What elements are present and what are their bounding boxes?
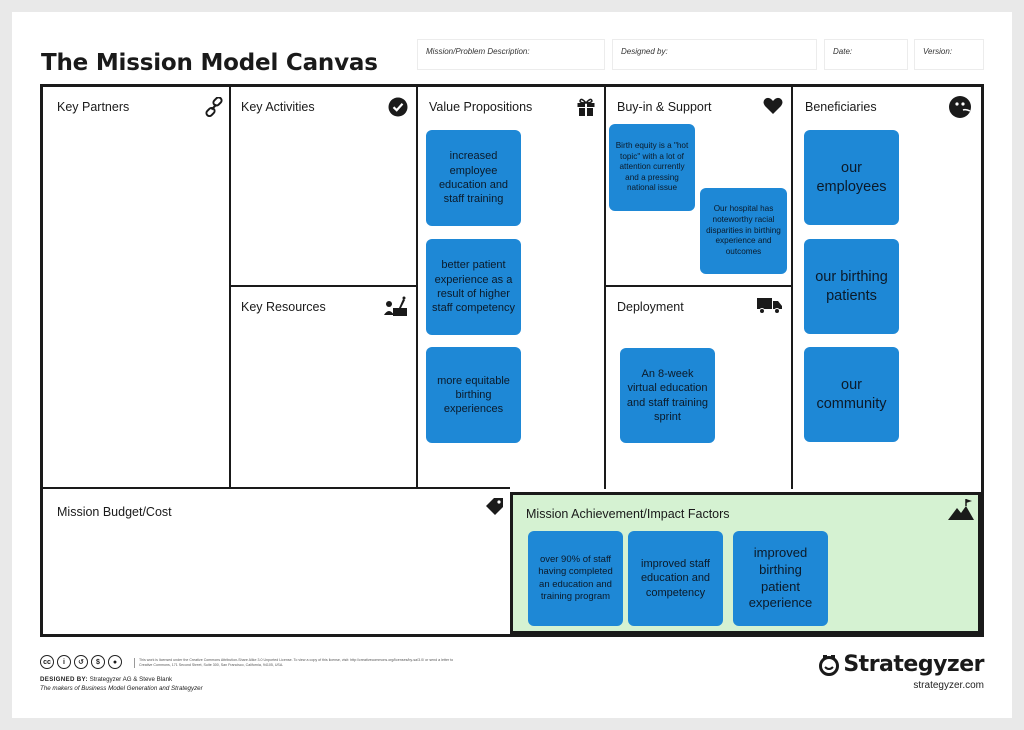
strategyzer-logo: Strategyzer: [818, 652, 984, 677]
value-proposition-note[interactable]: more equitable birthing experiences: [426, 347, 521, 443]
block-label: Mission Budget/Cost: [57, 505, 172, 519]
mission-description-field[interactable]: Mission/Problem Description:: [417, 39, 605, 70]
block-label: Key Partners: [57, 100, 130, 114]
noncommercial-icon: $: [91, 655, 105, 669]
brand-name: Strategyzer: [843, 652, 984, 677]
check-circle-icon: [388, 97, 408, 117]
buy-in-support-note[interactable]: Birth equity is a "hot topic" with a lot…: [609, 124, 695, 211]
attribution-icon: i: [57, 655, 71, 669]
designed-by-field[interactable]: Designed by:: [612, 39, 817, 70]
block-label: Beneficiaries: [805, 100, 877, 114]
designed-by-value: Strategyzer AG & Steve Blank: [89, 676, 173, 683]
share-alike-icon: ↺: [74, 655, 88, 669]
makers-tagline: The makers of Business Model Generation …: [40, 685, 203, 692]
key-resources-block: Key Resources: [231, 287, 418, 489]
mission-achievement-note[interactable]: over 90% of staff having completed an ed…: [528, 531, 623, 626]
beneficiaries-block: Beneficiaries our employees our birthing…: [793, 87, 981, 489]
beneficiary-note[interactable]: our employees: [804, 130, 899, 225]
cc-icon: cc: [40, 655, 54, 669]
block-label: Key Activities: [241, 100, 315, 114]
designed-by-label: DESIGNED BY:: [40, 676, 88, 683]
page-title: The Mission Model Canvas: [41, 50, 378, 76]
beneficiary-note[interactable]: our community: [804, 347, 899, 442]
mission-model-canvas: Key Partners Key Activities Key Resource…: [40, 84, 984, 637]
designed-by-credit: DESIGNED BY: Strategyzer AG & Steve Blan…: [40, 676, 172, 683]
mission-achievement-note[interactable]: improved staff education and competency: [628, 531, 723, 626]
version-field[interactable]: Version:: [914, 39, 984, 70]
block-label: Key Resources: [241, 300, 326, 314]
deployment-block: Deployment An 8-week virtual education a…: [606, 287, 793, 489]
heart-icon: [763, 97, 783, 114]
date-field[interactable]: Date:: [824, 39, 908, 70]
license-icons: cc i ↺ $ ●: [40, 655, 122, 669]
beneficiary-note[interactable]: our birthing patients: [804, 239, 899, 334]
buy-in-support-note[interactable]: Our hospital has noteworthy racial dispa…: [700, 188, 787, 274]
block-label: Buy-in & Support: [617, 100, 712, 114]
buy-in-support-block: Buy-in & Support Birth equity is a "hot …: [606, 87, 793, 287]
link-icon: [205, 97, 223, 117]
license-text: This work is licensed under the Creative…: [134, 658, 454, 668]
key-activities-block: Key Activities: [231, 87, 418, 287]
value-propositions-block: Value Propositions increased employee ed…: [418, 87, 606, 489]
key-partners-block: Key Partners: [43, 87, 231, 489]
mission-achievement-block: Mission Achievement/Impact Factors over …: [510, 492, 981, 634]
face-icon: [949, 96, 971, 118]
worker-icon: [384, 296, 407, 316]
canvas-sheet: The Mission Model Canvas Mission/Problem…: [12, 12, 1012, 718]
mission-achievement-note[interactable]: improved birthing patient experience: [733, 531, 828, 626]
deployment-note[interactable]: An 8-week virtual education and staff tr…: [620, 348, 715, 443]
block-label: Deployment: [617, 300, 684, 314]
brand-url[interactable]: strategyzer.com: [913, 680, 984, 691]
strategyzer-logo-icon: [819, 654, 840, 676]
block-label: Value Propositions: [429, 100, 533, 114]
truck-icon: [757, 298, 782, 314]
mission-budget-block: Mission Budget/Cost: [43, 487, 510, 634]
price-tag-icon: [486, 498, 503, 515]
gift-icon: [577, 98, 595, 116]
value-proposition-note[interactable]: better patient experience as a result of…: [426, 239, 521, 335]
value-proposition-note[interactable]: increased employee education and staff t…: [426, 130, 521, 226]
mountain-flag-icon: [948, 499, 974, 520]
block-label: Mission Achievement/Impact Factors: [526, 507, 730, 521]
person-icon: ●: [108, 655, 122, 669]
